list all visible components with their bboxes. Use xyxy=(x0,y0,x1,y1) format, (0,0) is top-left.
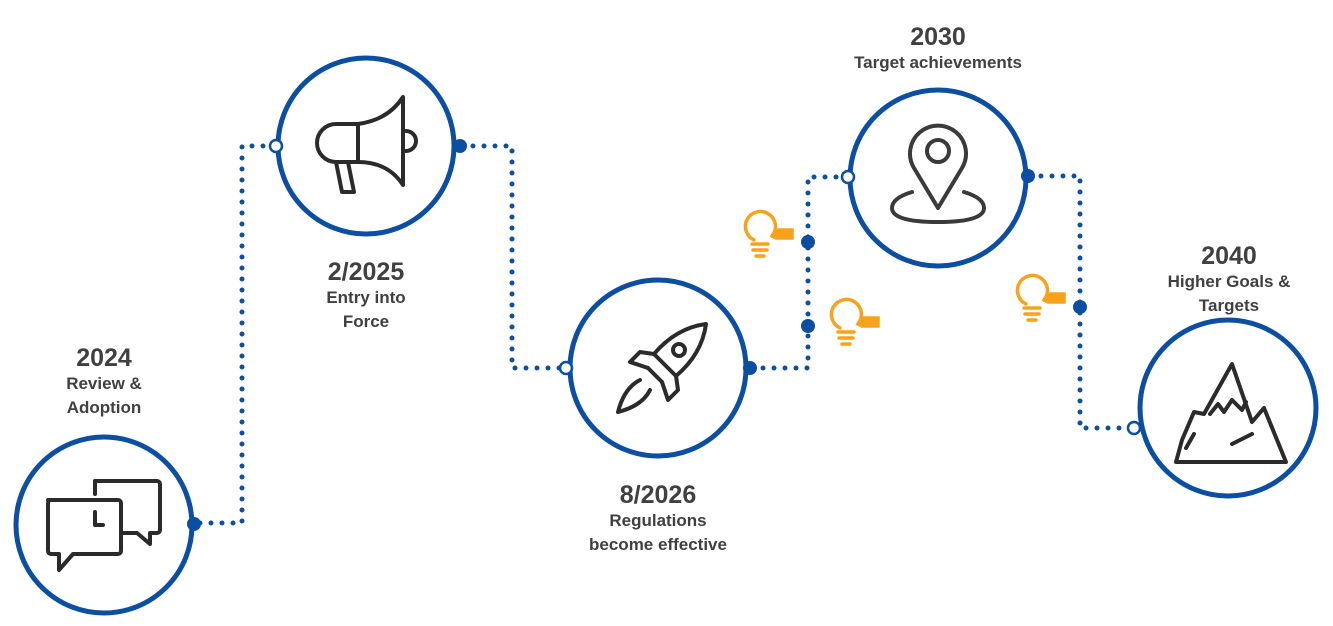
milestone-label-2024: 2024 Review & Adoption xyxy=(34,344,174,420)
milestone-2030 xyxy=(840,87,1035,269)
lightbulb-tag-icon xyxy=(743,209,794,258)
lightbulb-markers xyxy=(743,209,1066,346)
lightbulb-tag-icon xyxy=(829,297,880,346)
milestone-year: 2024 xyxy=(76,344,132,372)
ring-in-node xyxy=(840,169,856,185)
milestone-label-2040: 2040 Higher Goals & Targets xyxy=(1144,242,1314,318)
connector-dot xyxy=(801,235,815,249)
milestone-2026 xyxy=(558,277,757,459)
milestone-desc: Higher Goals & xyxy=(1167,272,1291,291)
location-pin-icon xyxy=(890,123,986,224)
mountain-icon xyxy=(1174,362,1288,464)
lightbulb-tag-icon xyxy=(1015,273,1066,322)
ring-in-node xyxy=(268,138,284,154)
connector-dot xyxy=(801,319,815,333)
milestone-ring xyxy=(847,87,1029,269)
milestone-ring xyxy=(275,55,457,237)
milestone-ring xyxy=(567,277,749,459)
milestone-label-2030: 2030 Target achievements xyxy=(818,23,1058,75)
connector-2025-2026 xyxy=(459,143,563,371)
milestone-desc: become effective xyxy=(589,535,727,554)
ring-out-node xyxy=(743,361,757,375)
connector-dot xyxy=(1073,300,1087,314)
milestone-desc: Target achievements xyxy=(854,53,1022,72)
milestone-label-2026: 8/2026 Regulations become effective xyxy=(558,481,758,557)
milestone-label-2025: 2/2025 Entry into Force xyxy=(293,258,439,334)
megaphone-icon xyxy=(315,95,418,194)
milestone-desc: Regulations xyxy=(609,511,707,530)
milestone-year: 2040 xyxy=(1201,242,1257,270)
ring-out-node xyxy=(453,139,467,153)
milestone-year: 8/2026 xyxy=(619,481,697,509)
rocket-icon xyxy=(616,322,708,414)
connector-2026-2030 xyxy=(749,174,845,371)
connector-dots xyxy=(801,235,1087,333)
milestone-desc: Adoption xyxy=(66,398,142,417)
ring-out-node xyxy=(187,517,201,531)
connector-2024-2025 xyxy=(197,143,275,526)
chat-bubbles-icon xyxy=(46,479,162,572)
milestone-2040 xyxy=(1126,317,1319,499)
milestone-2025 xyxy=(268,55,467,237)
milestone-desc: Entry into xyxy=(326,288,406,307)
milestone-year: 2030 xyxy=(910,23,966,51)
milestone-year: 2/2025 xyxy=(327,258,405,286)
ring-out-node xyxy=(1021,169,1035,183)
milestone-desc: Force xyxy=(342,312,390,331)
milestone-desc: Review & xyxy=(66,374,142,393)
ring-in-node xyxy=(1126,420,1142,436)
ring-in-node xyxy=(558,360,574,376)
milestone-2024 xyxy=(13,434,201,616)
milestone-desc: Targets xyxy=(1198,296,1260,315)
